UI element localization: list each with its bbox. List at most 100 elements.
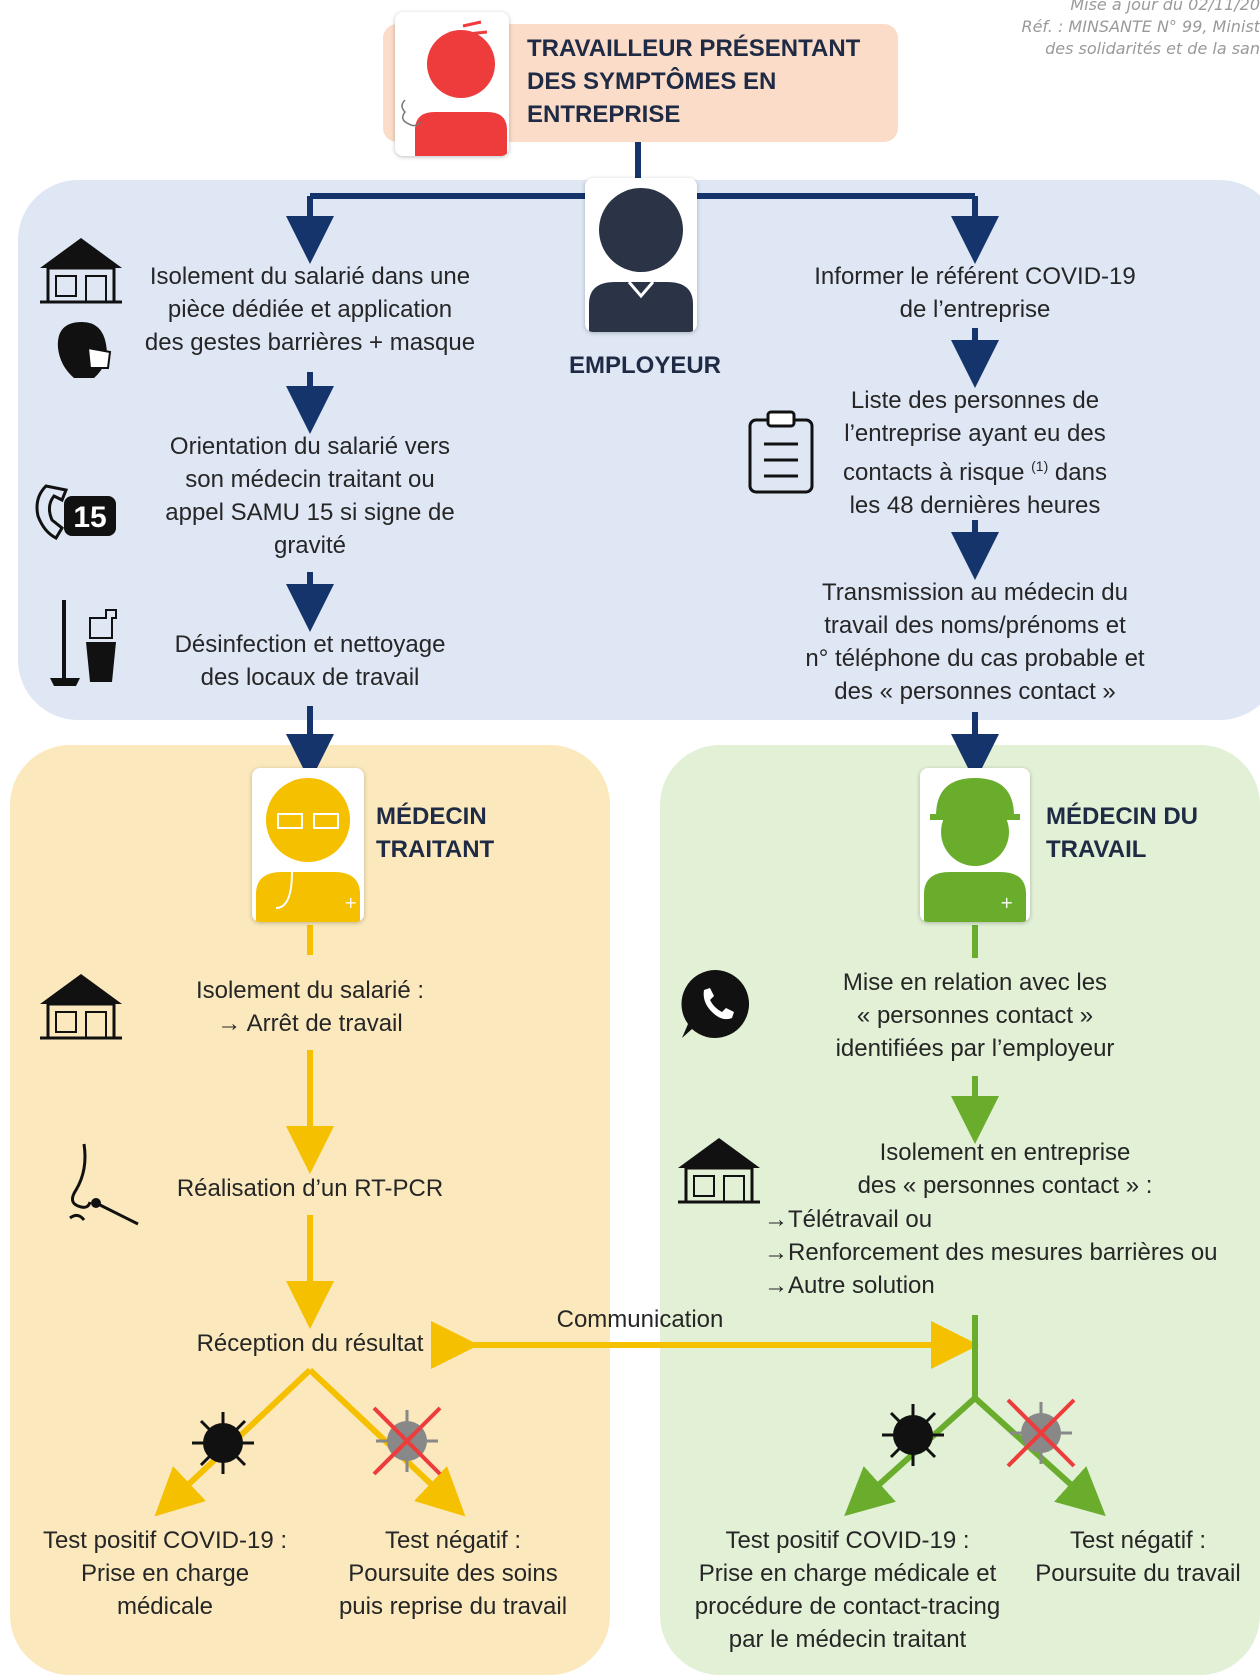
employer-icon [589, 188, 693, 332]
employer-card [585, 178, 697, 332]
svg-text:+: + [344, 893, 357, 912]
disinfection-line: Désinfection et nettoyage [174, 631, 446, 658]
inform-referent-step: Informer le référent COVID-19 de l’entre… [780, 260, 1170, 326]
orientation-step: Orientation du salarié vers son médecin … [135, 430, 485, 562]
isolation-line: des gestes barrières + masque [144, 329, 476, 356]
medecin-travail-title-line1: MÉDECIN DU [1046, 803, 1199, 830]
house-icon [40, 974, 122, 1040]
disinfection-step: Désinfection et nettoyage des locaux de … [135, 628, 485, 694]
orientation-line: Orientation du salarié vers [169, 433, 451, 460]
contact-list-line: Liste des personnes de [850, 387, 1100, 414]
contact-list-line: l’entreprise ayant eu des [844, 420, 1106, 447]
negative-line: Test négatif : [384, 1527, 522, 1554]
mise-en-relation-step: Mise en relation avec les « personnes co… [790, 966, 1160, 1065]
isolement-line: Isolement en entreprise [879, 1139, 1131, 1166]
disinfection-line: des locaux de travail [200, 664, 420, 691]
cleaning-icon [50, 600, 117, 686]
isolation-step: Isolement du salarié dans une pièce dédi… [135, 260, 485, 359]
negative-line: Test négatif : [1069, 1527, 1207, 1554]
nose-swab-icon [69, 1143, 139, 1226]
traitant-negative-result: Test négatif : Poursuite des soins puis … [318, 1524, 588, 1623]
isolement-options: →Télétravail ou →Renforcement des mesure… [764, 1203, 1244, 1302]
mask-head-icon [57, 322, 112, 378]
arret-travail-step: Isolement du salarié : → Arrêt de travai… [160, 974, 460, 1040]
symptom-title-line2: DES SYMPTÔMES EN [527, 68, 777, 95]
virus-icon [882, 1404, 944, 1466]
reference-line: Réf. : MINSANTE N° 99, Minist [1021, 17, 1260, 36]
positive-line: par le médecin traitant [728, 1626, 967, 1653]
virus-icon [192, 1412, 254, 1474]
relation-line: identifiées par l’employeur [835, 1035, 1115, 1062]
contact-list-text: dans [1054, 459, 1107, 486]
sick-worker-icon [401, 20, 507, 156]
reception-resultat: Réception du résultat [196, 1330, 424, 1357]
rt-pcr-step: Réalisation d’un RT-PCR [176, 1175, 444, 1202]
doctor-glasses-icon: + [256, 778, 360, 922]
positive-line: Test positif COVID-19 : [725, 1527, 970, 1554]
footnote-marker: (1) [1031, 458, 1049, 474]
isolation-line: pièce dédiée et application [167, 296, 453, 323]
positive-line: Prise en charge [80, 1560, 250, 1587]
transmission-line: n° téléphone du cas probable et [805, 645, 1145, 672]
negative-line: Poursuite des soins [348, 1560, 558, 1587]
negative-line: Poursuite du travail [1035, 1560, 1241, 1587]
relation-line: « personnes contact » [856, 1002, 1094, 1029]
arret-line: → Arrêt de travail [217, 1010, 403, 1037]
crossed-virus-icon [1006, 1398, 1076, 1468]
traitant-positive-result: Test positif COVID-19 : Prise en charge … [20, 1524, 310, 1623]
contact-list-line: les 48 dernières heures [849, 492, 1101, 519]
option-mesures-barrieres: →Renforcement des mesures barrières ou [764, 1239, 1218, 1266]
isolation-line: Isolement du salarié dans une [149, 263, 471, 290]
transmission-line: des « personnes contact » [834, 678, 1116, 705]
orientation-line: son médecin traitant ou [185, 466, 435, 493]
house-icon [678, 1138, 760, 1204]
medecin-traitant-title: MÉDECIN TRAITANT [376, 800, 494, 866]
clipboard-icon [748, 410, 814, 494]
positive-line: Prise en charge médicale et [698, 1560, 997, 1587]
contact-list-step: Liste des personnes de l’entreprise ayan… [780, 384, 1170, 522]
house-icon [40, 238, 122, 304]
symptom-title-line3: ENTREPRISE [527, 101, 681, 128]
reference-line-2: des solidarités et de la san [1045, 39, 1260, 58]
isolement-line: des « personnes contact » : [857, 1172, 1153, 1199]
medecin-travail-title-line2: TRAVAIL [1046, 836, 1147, 863]
symptom-title-line1: TRAVAILLEUR PRÉSENTANT [527, 35, 861, 62]
medecin-traitant-title-line2: TRAITANT [376, 836, 495, 863]
transmission-line: travail des noms/prénoms et [824, 612, 1126, 639]
travail-positive-result: Test positif COVID-19 : Prise en charge … [680, 1524, 1015, 1656]
contact-list-text: contacts à risque [843, 459, 1025, 486]
orientation-line: appel SAMU 15 si signe de [165, 499, 455, 526]
relation-line: Mise en relation avec les [842, 969, 1108, 996]
phone-15-icon: 15 [35, 484, 116, 540]
positive-line: Test positif COVID-19 : [42, 1527, 288, 1554]
positive-line: médicale [116, 1593, 214, 1620]
medecin-travail-title: MÉDECIN DU TRAVAIL [1046, 800, 1198, 866]
communication-label: Communication [556, 1306, 724, 1333]
update-date: Mise à jour du 02/11/20 [1070, 0, 1260, 14]
sick-worker-card [395, 12, 509, 156]
medecin-traitant-card: + [252, 768, 364, 922]
update-note: Mise à jour du 02/11/20 Réf. : MINSANTE … [900, 0, 1260, 60]
samu-number: 15 [73, 501, 106, 534]
transmission-line: Transmission au médecin du [822, 579, 1128, 606]
medecin-traitant-title-line1: MÉDECIN [376, 803, 487, 830]
travail-negative-result: Test négatif : Poursuite du travail [1020, 1524, 1256, 1590]
inform-line: de l’entreprise [899, 296, 1051, 323]
symptom-title: TRAVAILLEUR PRÉSENTANT DES SYMPTÔMES EN … [527, 32, 860, 131]
svg-text:+: + [1000, 893, 1013, 912]
transmission-step: Transmission au médecin du travail des n… [770, 576, 1180, 708]
option-autre-solution: →Autre solution [764, 1272, 935, 1299]
whatsapp-icon [681, 969, 750, 1038]
option-teletravail: →Télétravail ou [764, 1206, 933, 1233]
doctor-helmet-icon: + [924, 778, 1026, 922]
employer-label: EMPLOYEUR [568, 352, 721, 379]
crossed-virus-icon [372, 1406, 442, 1476]
arret-line: Isolement du salarié : [195, 977, 425, 1004]
orientation-line: gravité [273, 532, 347, 559]
contact-list-line: contacts à risque (1) dans [780, 450, 1170, 489]
isolement-entreprise-step: Isolement en entreprise des « personnes … [820, 1136, 1190, 1202]
medecin-travail-card: + [920, 768, 1030, 922]
inform-line: Informer le référent COVID-19 [814, 263, 1136, 290]
positive-line: procédure de contact-tracing [694, 1593, 1001, 1620]
negative-line: puis reprise du travail [338, 1593, 568, 1620]
